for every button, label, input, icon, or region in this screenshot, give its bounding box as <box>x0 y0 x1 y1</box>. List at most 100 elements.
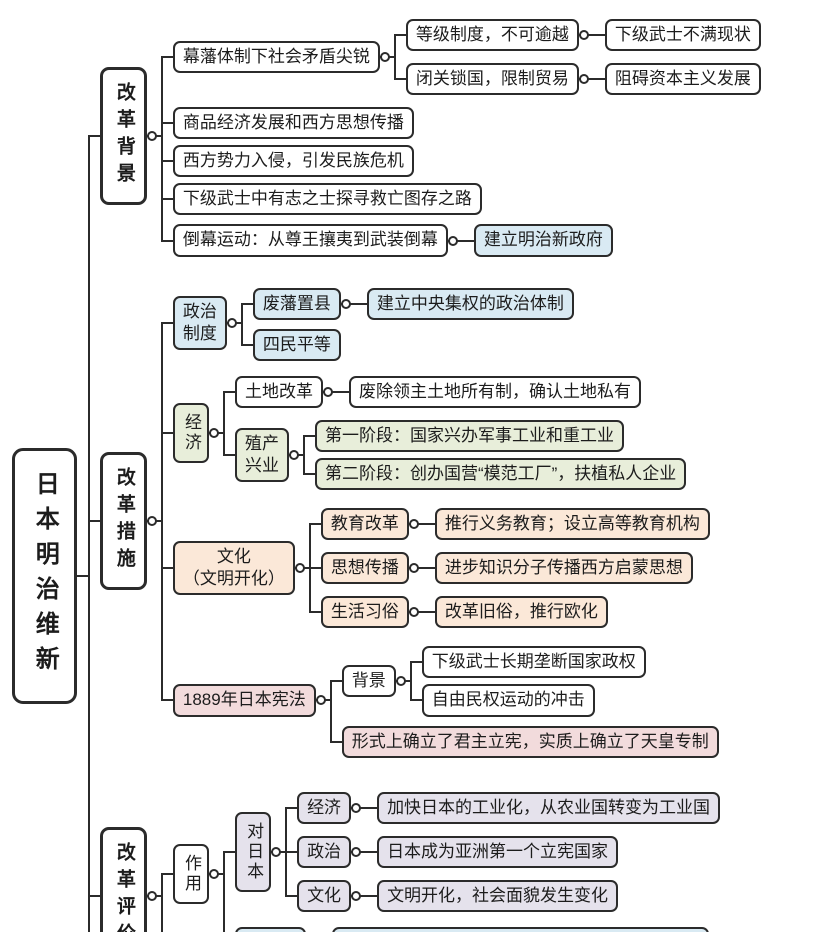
bg-seclusion-children-group: 阻碍资本主义发展 <box>592 60 761 98</box>
branch-bracket-segment: 为其他落后国家提供了启迪和经验（戊戌变法） <box>320 924 709 932</box>
branch-bracket-segment: 生活习俗改革旧俗，推行欧化 <box>308 590 710 634</box>
branch-bracket-segment: 经济加快日本的工业化，从农业国转变为工业国 <box>285 786 721 830</box>
bg-samurai-seek-path[interactable]: 下级武士中有志之士探寻救亡图存之路 <box>172 183 482 216</box>
bg-western-invasion[interactable]: 西方势力入侵，引发民族危机 <box>172 145 414 178</box>
ms-economy-children-group: 土地改革废除领主土地所有制，确认土地私有殖产 兴业第一阶段：国家兴办军事工业和重… <box>222 370 687 496</box>
bg-bakuhan[interactable]: 幕藩体制下社会矛盾尖锐 <box>172 41 380 74</box>
ms-stage1[interactable]: 第一阶段：国家兴办军事工业和重工业 <box>314 419 624 452</box>
ms-politics[interactable]: 政治 制度 <box>172 295 227 350</box>
junction-circle-connector <box>408 523 423 526</box>
ms-economy[interactable]: 经济 <box>172 402 209 463</box>
ms-customs-children-group: 改革旧俗，推行欧化 <box>422 593 608 631</box>
ev-jp-culture-detail[interactable]: 文明开化，社会面貌发生变化 <box>377 879 619 912</box>
junction-circle-connector <box>379 56 394 59</box>
ms-education-detail[interactable]: 推行义务教育；设立高等教育机构 <box>434 508 710 541</box>
branch-evaluation[interactable]: 改革评价 <box>100 826 147 932</box>
ms-const-essence[interactable]: 形式上确立了君主立宪，实质上确立了天皇专制 <box>341 725 719 758</box>
branch-evaluation-children-group: 作用对日本经济加快日本的工业化，从农业国转变为工业国政治日本成为亚洲第一个立宪国… <box>160 780 721 932</box>
ev-jp-politics-detail[interactable]: 日本成为亚洲第一个立宪国家 <box>377 835 619 868</box>
branch-measures[interactable]: 改革措施 <box>100 452 147 591</box>
ms-education-children-group: 推行义务教育；设立高等教育机构 <box>422 505 710 543</box>
ev-jp-culture[interactable]: 文化 <box>297 879 352 912</box>
bg-tobaku-movement[interactable]: 倒幕运动：从尊王攘夷到武装倒幕 <box>172 224 448 257</box>
branch-bracket-segment: 西方势力入侵，引发民族危机 <box>160 142 761 181</box>
root-topic-children-group: 改革背景幕藩体制下社会矛盾尖锐等级制度，不可逾越下级武士不满现状闭关锁国，限制贸… <box>88 2 761 932</box>
bg-hierarchy-children-group: 下级武士不满现状 <box>592 16 761 54</box>
branch-bracket-segment: 改革背景幕藩体制下社会矛盾尖锐等级制度，不可逾越下级武士不满现状闭关锁国，限制贸… <box>88 2 761 271</box>
ev-on-others[interactable]: 对他国 <box>234 926 306 932</box>
ev-on-others-children-group: 为其他落后国家提供了启迪和经验（戊戌变法） <box>320 924 709 932</box>
ms-equality[interactable]: 四民平等 <box>252 328 341 361</box>
branch-bracket-segment: 第一阶段：国家兴办军事工业和重工业 <box>302 417 686 456</box>
ms-thought[interactable]: 思想传播 <box>320 552 409 585</box>
ms-education[interactable]: 教育改革 <box>320 508 409 541</box>
ms-land-reform-children-group: 废除领主土地所有制，确认土地私有 <box>336 373 641 411</box>
ms-thought-detail[interactable]: 进步知识分子传播西方启蒙思想 <box>434 552 693 585</box>
bg-commodity-economy[interactable]: 商品经济发展和西方思想传播 <box>172 107 414 140</box>
bg-seclusion[interactable]: 闭关锁国，限制贸易 <box>405 63 579 96</box>
ev-jp-culture-children-group: 文明开化，社会面貌发生变化 <box>365 877 619 915</box>
ms-centralized[interactable]: 建立中央集权的政治体制 <box>366 287 574 320</box>
branch-bracket-segment: 建立明治新政府 <box>461 221 613 259</box>
ms-culture-row: 文化 （文明开化）教育改革推行义务教育；设立高等教育机构思想传播进步知识分子传播… <box>172 502 719 634</box>
branch-bracket-segment: 加快日本的工业化，从农业国转变为工业国 <box>365 789 721 827</box>
bg-hinder-capitalism[interactable]: 阻碍资本主义发展 <box>604 63 761 96</box>
ev-jp-politics[interactable]: 政治 <box>297 835 352 868</box>
bg-hinder-capitalism-row: 阻碍资本主义发展 <box>604 63 761 96</box>
branch-bracket-segment: 幕藩体制下社会矛盾尖锐等级制度，不可逾越下级武士不满现状闭关锁国，限制贸易阻碍资… <box>160 10 761 105</box>
junction-circle-connector <box>447 239 462 242</box>
ms-customs-detail[interactable]: 改革旧俗，推行欧化 <box>434 596 608 629</box>
ms-haihan[interactable]: 废藩置县 <box>252 287 341 320</box>
ev-jp-economy-detail[interactable]: 加快日本的工业化，从农业国转变为工业国 <box>377 791 721 824</box>
ev-jp-economy-detail-row: 加快日本的工业化，从农业国转变为工业国 <box>377 791 721 824</box>
ms-customs[interactable]: 生活习俗 <box>320 596 409 629</box>
ev-jp-economy[interactable]: 经济 <box>297 791 352 824</box>
junction-circle-connector <box>340 302 355 305</box>
bg-samurai-discontent-row: 下级武士不满现状 <box>604 19 761 52</box>
branch-bracket-segment: 政治 制度废藩置县建立中央集权的政治体制四民平等 <box>160 279 719 367</box>
ev-jp-economy-children-group: 加快日本的工业化，从农业国转变为工业国 <box>365 789 721 827</box>
junction-circle-connector <box>146 135 161 138</box>
ev-on-others-detail[interactable]: 为其他落后国家提供了启迪和经验（戊戌变法） <box>331 926 709 932</box>
ms-industry[interactable]: 殖产 兴业 <box>234 427 289 483</box>
ms-const-bg2[interactable]: 自由民权运动的冲击 <box>421 684 595 717</box>
junction-circle-connector <box>146 520 161 523</box>
ms-constitution[interactable]: 1889年日本宪法 <box>172 684 316 717</box>
ms-culture[interactable]: 文化 （文明开化） <box>172 541 295 596</box>
branch-bracket-segment: 改革旧俗，推行欧化 <box>422 593 608 631</box>
bg-new-government[interactable]: 建立明治新政府 <box>473 224 613 257</box>
branch-bracket-segment: 阻碍资本主义发展 <box>592 60 761 98</box>
branch-background-children-group: 幕藩体制下社会矛盾尖锐等级制度，不可逾越下级武士不满现状闭关锁国，限制贸易阻碍资… <box>160 10 761 263</box>
branch-background[interactable]: 改革背景 <box>100 67 147 206</box>
ev-effect[interactable]: 作用 <box>172 843 209 904</box>
ev-jp-culture-detail-row: 文明开化，社会面貌发生变化 <box>377 879 619 912</box>
ms-industry-row: 殖产 兴业第一阶段：国家兴办军事工业和重工业第二阶段：创办国营“模范工厂”，扶植… <box>234 417 687 493</box>
root-topic[interactable]: 日本明治维新 <box>12 448 78 705</box>
bg-bakuhan-row: 幕藩体制下社会矛盾尖锐等级制度，不可逾越下级武士不满现状闭关锁国，限制贸易阻碍资… <box>172 13 761 101</box>
junction-circle-connector <box>351 806 366 809</box>
ev-on-japan[interactable]: 对日本 <box>234 811 272 892</box>
branch-bracket-segment: 对日本经济加快日本的工业化，从农业国转变为工业国政治日本成为亚洲第一个立宪国家文… <box>222 783 721 922</box>
branch-bracket-segment: 教育改革推行义务教育；设立高等教育机构 <box>308 502 710 547</box>
branch-bracket-segment: 作用对日本经济加快日本的工业化，从农业国转变为工业国政治日本成为亚洲第一个立宪国… <box>160 780 721 932</box>
bg-samurai-discontent[interactable]: 下级武士不满现状 <box>604 19 761 52</box>
branch-bracket-segment: 下级武士中有志之士探寻救亡图存之路 <box>160 180 761 219</box>
junction-circle-connector <box>322 390 337 393</box>
bg-hierarchy[interactable]: 等级制度，不可逾越 <box>405 19 579 52</box>
branch-bracket-segment: 废藩置县建立中央集权的政治体制 <box>240 282 574 326</box>
ms-land-private[interactable]: 废除领主土地所有制，确认土地私有 <box>348 375 641 408</box>
branch-bracket-segment: 形式上确立了君主立宪，实质上确立了天皇专制 <box>329 722 719 761</box>
branch-bracket-segment: 文化 （文明开化）教育改革推行义务教育；设立高等教育机构思想传播进步知识分子传播… <box>160 499 719 638</box>
ms-const-bg[interactable]: 背景 <box>341 665 396 698</box>
ms-const-essence-row: 形式上确立了君主立宪，实质上确立了天皇专制 <box>341 725 719 758</box>
ms-land-reform[interactable]: 土地改革 <box>234 375 323 408</box>
ms-stage2[interactable]: 第二阶段：创办国营“模范工厂”，扶植私人企业 <box>314 457 687 491</box>
bg-tobaku-movement-row: 倒幕运动：从尊王攘夷到武装倒幕建立明治新政府 <box>172 221 761 259</box>
branch-bracket-segment: 文明开化，社会面貌发生变化 <box>365 877 619 915</box>
branch-bracket-segment: 政治日本成为亚洲第一个立宪国家 <box>285 829 720 874</box>
ms-customs-row: 生活习俗改革旧俗，推行欧化 <box>320 593 710 631</box>
branch-bracket-segment: 建立中央集权的政治体制 <box>354 285 574 323</box>
ms-const-bg1[interactable]: 下级武士长期垄断国家政权 <box>421 646 646 679</box>
ms-equality-row: 四民平等 <box>252 328 574 361</box>
